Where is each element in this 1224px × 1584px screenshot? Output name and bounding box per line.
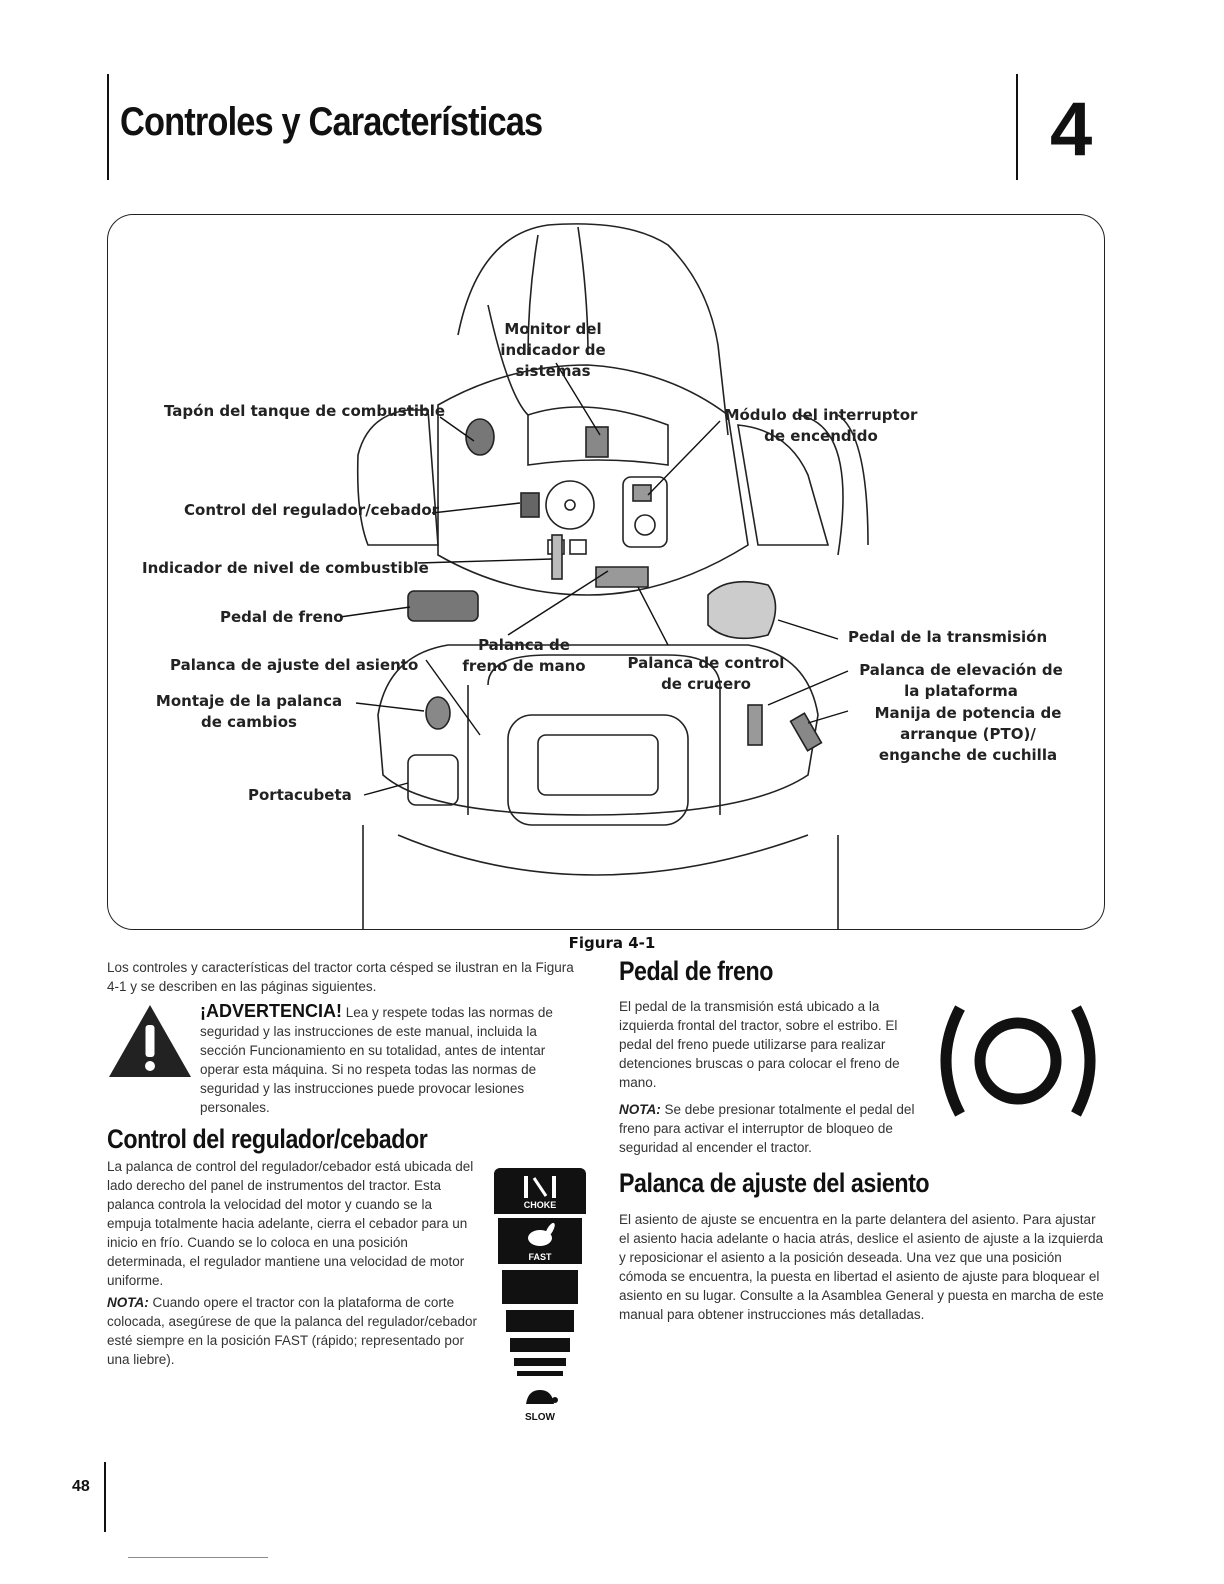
regulador-paragraph: La palanca de control del regulador/ceba…: [107, 1159, 474, 1288]
rabbit-icon: [528, 1222, 555, 1246]
heading-control-regulador: Control del regulador/cebador: [107, 1124, 428, 1154]
fast-label: FAST: [528, 1252, 552, 1262]
label-tapon-combustible: Tapón del tanque de combustible: [164, 402, 446, 420]
label-palanca-elevacion: Palanca de elevación de la plataforma: [859, 661, 1063, 700]
slow-label: SLOW: [525, 1412, 555, 1423]
pedal-freno-note: NOTA: Se debe presionar totalmente el pe…: [619, 1100, 921, 1157]
label-palanca-ajuste-asiento: Palanca de ajuste del asiento: [170, 656, 419, 674]
label-palanca-freno-mano: Palanca de freno de mano: [462, 636, 586, 675]
regulador-note-text: Cuando opere el tractor con la plataform…: [107, 1295, 478, 1367]
choke-icon: [524, 1176, 556, 1198]
label-indicador-nivel: Indicador de nivel de combustible: [142, 559, 429, 577]
label-palanca-control-crucero: Palanca de control de crucero: [627, 654, 785, 693]
speed-band-3: [510, 1338, 570, 1352]
figure-caption: Figura 4-1: [568, 934, 656, 952]
warning-triangle-icon: [109, 1005, 191, 1077]
label-pedal-freno: Pedal de freno: [220, 608, 344, 626]
label-monitor-indicador: Monitor del indicador de sistemas: [500, 320, 606, 380]
warning-title: ¡ADVERTENCIA!: [200, 1001, 342, 1021]
regulador-note-label: NOTA:: [107, 1295, 149, 1310]
turtle-icon: [526, 1390, 558, 1404]
chapter-title: Controles y Características: [120, 100, 543, 144]
asiento-paragraph: El asiento de ajuste se encuentra en la …: [619, 1212, 1104, 1322]
speed-band-2: [506, 1310, 574, 1332]
label-manija-pto: Manija de potencia de arranque (PTO)/ en…: [874, 704, 1062, 764]
header-left-rule: [107, 74, 109, 180]
choke-label: CHOKE: [523, 1200, 557, 1210]
heading-ajuste-asiento: Palanca de ajuste del asiento: [619, 1168, 930, 1198]
label-modulo-interruptor: Módulo del interruptor de encendido: [724, 406, 918, 445]
warning-text: Lea y respete todas las normas de seguri…: [200, 1005, 553, 1115]
figure-4-1: Monitor del indicador de sistemas Tapón …: [107, 214, 1105, 930]
tractor-controls-illustration: [339, 223, 869, 929]
label-pedal-transmision: Pedal de la transmisión: [848, 628, 1048, 646]
throttle-decal: CHOKE FAST SLOW: [494, 1168, 586, 1438]
page-number: 48: [72, 1478, 90, 1495]
warning-block: ¡ADVERTENCIA! Lea y respete todas las no…: [200, 1002, 580, 1117]
heading-pedal-freno: Pedal de freno: [619, 956, 773, 986]
chapter-number: 4: [1050, 87, 1093, 172]
label-montaje-palanca-cambios: Montaje de la palanca de cambios: [155, 692, 343, 731]
label-control-regulador: Control del regulador/cebador: [184, 501, 440, 519]
footer-underline: [128, 1557, 268, 1558]
speed-band-4: [514, 1358, 566, 1366]
intro-paragraph: Los controles y características del trac…: [107, 960, 574, 994]
header-right-rule: [1016, 74, 1018, 180]
pedal-freno-note-text: Se debe presionar totalmente el pedal de…: [619, 1102, 915, 1155]
footer-rule: [104, 1462, 106, 1532]
regulador-note: NOTA: Cuando opere el tractor con la pla…: [107, 1293, 479, 1369]
brake-symbol-icon: [940, 1005, 1096, 1117]
speed-band-5: [517, 1371, 563, 1376]
choke-band: [494, 1168, 586, 1214]
pedal-freno-paragraph: El pedal de la transmisión está ubicado …: [619, 999, 900, 1090]
pedal-freno-note-label: NOTA:: [619, 1102, 661, 1117]
label-portacubeta: Portacubeta: [248, 786, 352, 804]
speed-band-1: [502, 1270, 578, 1304]
